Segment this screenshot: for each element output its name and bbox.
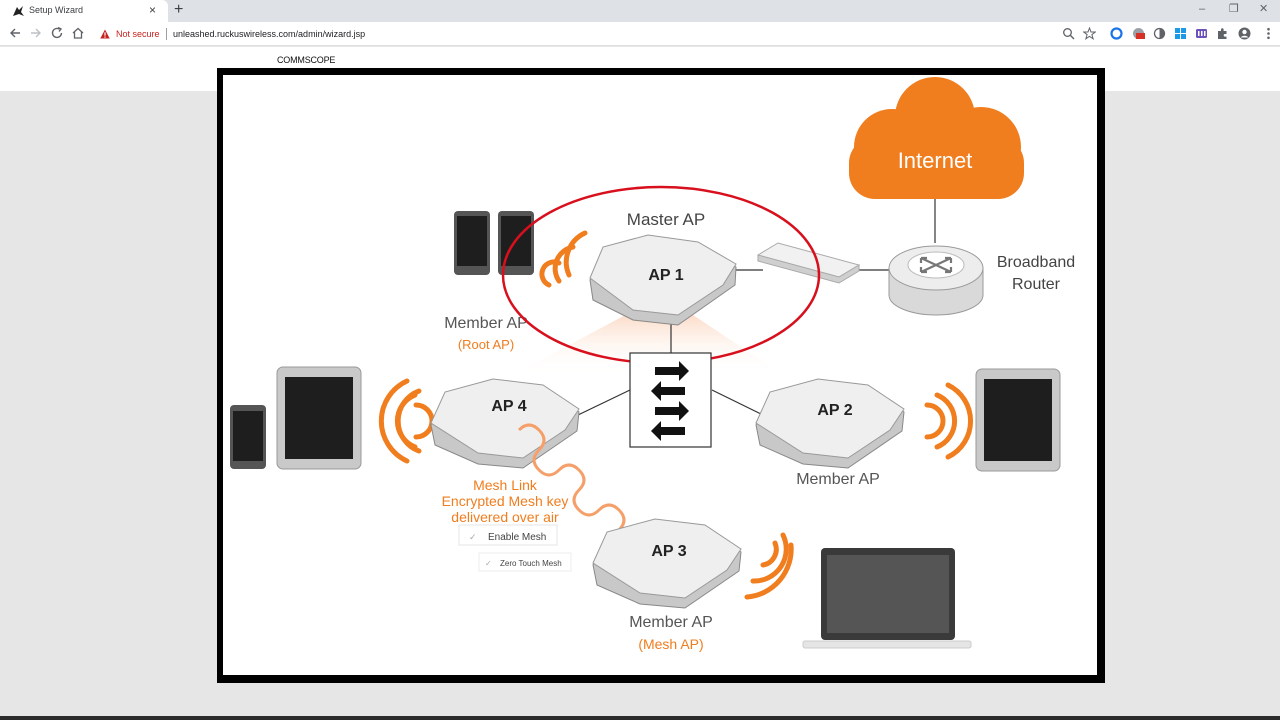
ap4-device <box>430 378 580 469</box>
not-secure-label[interactable]: Not secure <box>116 29 160 39</box>
back-arrow-icon[interactable] <box>8 26 22 40</box>
broadband-router <box>888 245 984 316</box>
member-ap-2-label: Member AP <box>796 471 880 488</box>
url-text[interactable]: unleashed.ruckuswireless.com/admin/wizar… <box>173 29 366 39</box>
unleashed-topology-diagram: Internet Broadband Router <box>230 77 1075 652</box>
internet-cloud <box>849 77 1024 199</box>
ap3-device <box>592 518 742 609</box>
switch-box <box>629 352 712 448</box>
forward-arrow-icon[interactable] <box>29 26 43 40</box>
commscope-logo: COMMSCOPE <box>277 55 336 65</box>
extension-half-icon[interactable] <box>1153 27 1166 40</box>
tablet-right-icon <box>975 368 1061 472</box>
zero-touch-mesh-option: ✓ Zero Touch Mesh <box>478 552 572 572</box>
phone-pair-icon <box>454 211 534 275</box>
mesh-link-label-1: Mesh Link <box>473 477 538 493</box>
zero-touch-mesh-label: Zero Touch Mesh <box>500 559 562 568</box>
router-label-line2: Router <box>1012 276 1061 293</box>
warning-triangle-icon <box>100 29 110 39</box>
teams-extension-icon[interactable] <box>1195 27 1208 40</box>
ap3-label: AP 3 <box>651 543 686 560</box>
enable-mesh-label: Enable Mesh <box>488 532 546 543</box>
router-label-line1: Broadband <box>997 254 1075 271</box>
video-frame[interactable]: Internet Broadband Router <box>217 68 1105 683</box>
extension-off-icon[interactable] <box>1132 27 1145 40</box>
browser-toolbar: Not secure unleashed.ruckuswireless.com/… <box>0 22 1280 46</box>
tablet-phone-left-icon <box>230 366 362 470</box>
new-tab-button[interactable]: + <box>174 1 184 18</box>
ap1-label: AP 1 <box>648 267 683 284</box>
extension-circle-icon[interactable] <box>1110 27 1123 40</box>
master-ap-label: Master AP <box>627 210 705 229</box>
wifi-waves-icon <box>924 382 973 460</box>
reload-icon[interactable] <box>50 26 64 40</box>
tab-setup-wizard[interactable]: Setup Wizard × <box>0 0 168 22</box>
tab-close-icon[interactable]: × <box>149 3 157 17</box>
omnibox-divider <box>166 28 167 40</box>
profile-avatar-icon[interactable] <box>1238 27 1251 40</box>
wifi-waves-icon <box>744 532 794 600</box>
browser-titlebar: Setup Wizard × + – ❐ ✕ <box>0 0 1280 22</box>
restore-button[interactable]: ❐ <box>1229 3 1239 15</box>
network-links <box>577 199 936 416</box>
ap1-device <box>589 234 737 326</box>
close-window-button[interactable]: ✕ <box>1259 3 1269 15</box>
root-ap-label: (Root AP) <box>458 337 514 352</box>
internet-label: Internet <box>898 148 973 173</box>
mesh-link-label-2: Encrypted Mesh key <box>442 493 569 509</box>
zoom-icon[interactable] <box>1062 27 1075 40</box>
member-ap-3-label: Member AP <box>629 614 713 631</box>
ruckus-dog-icon <box>13 6 24 16</box>
tab-title: Setup Wizard <box>29 5 84 15</box>
ap2-device <box>755 378 905 469</box>
enable-mesh-option: ✓ Enable Mesh <box>458 524 558 546</box>
mesh-link-label-3: delivered over air <box>451 509 559 525</box>
mesh-ap-label: (Mesh AP) <box>638 636 703 652</box>
bottom-edge <box>0 716 1280 720</box>
signal-glow <box>513 295 783 375</box>
ap2-label: AP 2 <box>817 402 852 419</box>
minimize-button[interactable]: – <box>1199 3 1206 15</box>
laptop-icon <box>802 548 972 649</box>
checkmark-icon: ✓ <box>469 532 477 542</box>
ap4-label: AP 4 <box>491 398 526 415</box>
bookmark-star-icon[interactable] <box>1083 27 1096 40</box>
windows-extension-icon[interactable] <box>1174 27 1187 40</box>
video-content: Internet Broadband Router <box>223 75 1097 675</box>
kebab-menu-icon[interactable] <box>1262 27 1275 40</box>
checkmark-icon: ✓ <box>485 559 492 568</box>
address-bar[interactable]: Not secure unleashed.ruckuswireless.com/… <box>92 23 1102 45</box>
wifi-waves-icon <box>378 378 435 464</box>
home-icon[interactable] <box>71 26 85 40</box>
puzzle-extensions-icon[interactable] <box>1216 27 1229 40</box>
member-ap-root-label: Member AP <box>444 315 528 332</box>
switch-device <box>756 242 861 284</box>
wifi-waves-icon <box>539 230 588 288</box>
